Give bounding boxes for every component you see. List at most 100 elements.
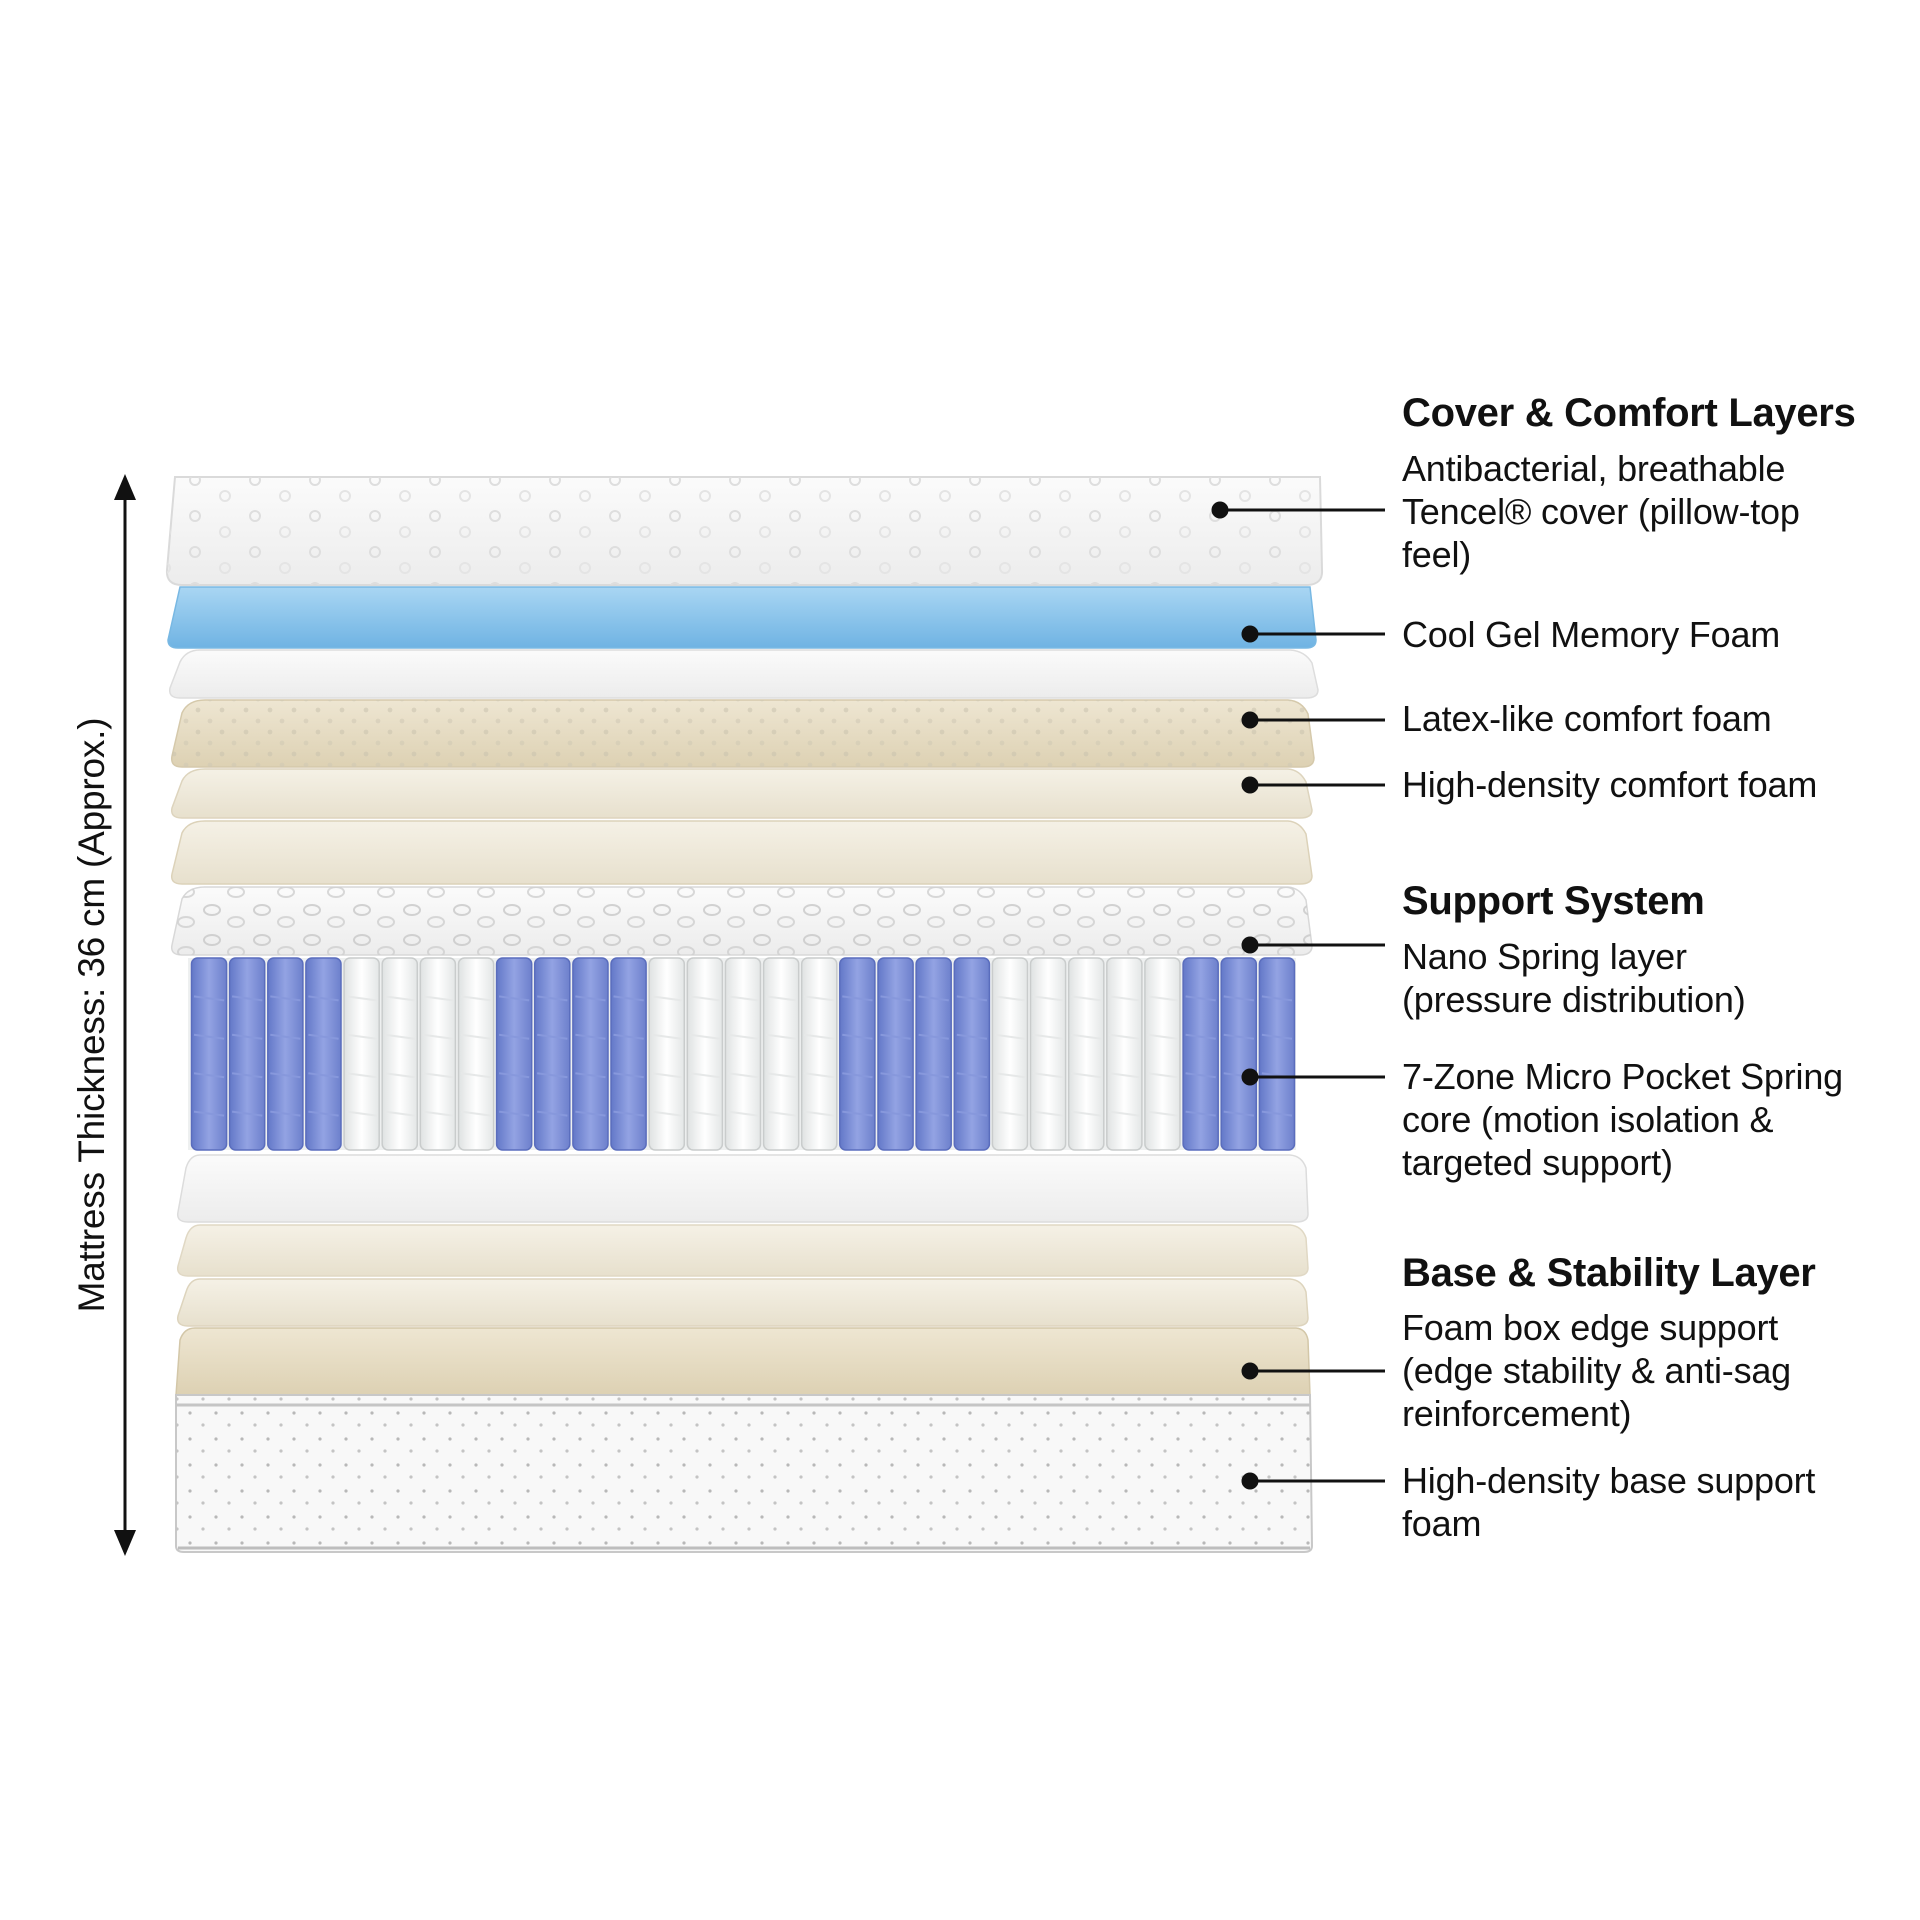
callout-foam-box-edge: Foam box edge support (edge stability & … <box>1402 1306 1791 1435</box>
callout-line: Nano Spring layer <box>1402 936 1687 977</box>
callout-line: (edge stability & anti-sag <box>1402 1350 1792 1391</box>
pocket-coil-seam <box>842 1110 873 1117</box>
leader-pocket <box>1241 1068 1385 1086</box>
callout-line: (pressure distribution) <box>1402 979 1746 1020</box>
pocket-coil-blue <box>839 957 876 1151</box>
pocket-coil-seam <box>765 1033 797 1040</box>
pocket-coil-seam <box>384 1033 415 1040</box>
pocket-coil-seam <box>193 1072 225 1079</box>
pocket-coil-seam <box>651 1033 682 1040</box>
pocket-coil-seam <box>765 995 797 1002</box>
pocket-coil-seam <box>537 1072 568 1079</box>
pocket-coil-seam <box>765 1110 797 1117</box>
pocket-coil-white <box>343 957 380 1151</box>
pocket-coil-seam <box>1071 995 1102 1002</box>
pocket-coil-seam <box>1109 1110 1140 1117</box>
pocket-coil-seam <box>765 1072 797 1079</box>
pocket-coil-blue <box>190 957 228 1151</box>
callout-line: Foam box edge support <box>1402 1307 1779 1348</box>
pocket-coil-seam <box>994 1033 1026 1040</box>
leader-gel <box>1241 625 1385 643</box>
pocket-coil-seam <box>270 1033 301 1040</box>
pocket-coil-seam <box>804 995 835 1002</box>
pocket-coil-seam <box>1032 995 1064 1002</box>
pocket-coil-seam <box>994 1110 1026 1117</box>
pocket-coil-seam <box>537 1033 568 1040</box>
thickness-label: Mattress Thickness: 36 cm (Approx.) <box>71 717 112 1313</box>
pocket-coil-seam <box>880 995 911 1002</box>
callout-gel-memory-foam: Cool Gel Memory Foam <box>1402 613 1780 656</box>
pocket-coil-seam <box>994 1072 1026 1079</box>
pocket-coil-seam <box>193 995 225 1002</box>
pocket-coil-seam <box>270 995 301 1002</box>
pocket-coil-seam <box>346 1072 377 1079</box>
callout-hd-comfort-foam: High-density comfort foam <box>1402 763 1817 806</box>
thickness-arrow <box>114 474 136 1556</box>
pocket-coil-seam <box>1147 1072 1178 1079</box>
pocket-coil-seam <box>956 1072 988 1079</box>
pocket-coil-seam <box>727 1033 759 1040</box>
pocket-coil-white <box>686 957 724 1151</box>
callout-pocket-spring-core: 7-Zone Micro Pocket Spring core (motion … <box>1402 1055 1843 1184</box>
pocket-coil-seam <box>842 995 873 1002</box>
section-heading-cover-comfort: Cover & Comfort Layers <box>1402 391 1856 435</box>
pocket-coil-seam <box>346 1110 377 1117</box>
section-heading-base-stability: Base & Stability Layer <box>1402 1251 1816 1295</box>
pocket-coil-seam <box>231 1033 263 1040</box>
pocket-coil-seam <box>308 1072 339 1079</box>
pocket-coil-seam <box>956 1110 988 1117</box>
pocket-coil-seam <box>1185 1072 1216 1079</box>
pocket-coil-blue <box>572 957 609 1151</box>
leader-latex <box>1241 711 1385 729</box>
pocket-coil-seam <box>880 1033 911 1040</box>
callout-line: feel) <box>1402 534 1472 575</box>
pocket-coil-blue <box>495 957 533 1151</box>
callout-line: Cool Gel Memory Foam <box>1402 614 1781 655</box>
pocket-coil-seam <box>1071 1072 1102 1079</box>
pocket-coil-seam <box>1109 1033 1140 1040</box>
pocket-coil-seam <box>1071 1033 1102 1040</box>
pocket-coil-blue <box>953 957 991 1151</box>
lower-cream-foam-layer-1 <box>176 1224 1309 1277</box>
pocket-coil-seam <box>270 1110 301 1117</box>
pocket-coil-blue <box>610 957 647 1151</box>
cover-layer <box>165 476 1324 586</box>
callout-line: High-density comfort foam <box>1402 764 1818 805</box>
pocket-coil-seam <box>193 1110 225 1117</box>
leader-cover <box>1211 501 1385 519</box>
pocket-coil-seam <box>1147 1033 1178 1040</box>
pocket-coil-seam <box>1109 995 1140 1002</box>
pocket-coil-seam <box>308 1033 339 1040</box>
pocket-coil-seam <box>575 1072 606 1079</box>
pocket-coil-seam <box>613 1072 644 1079</box>
pocket-coil-seam <box>537 995 568 1002</box>
pocket-coil-blue <box>267 957 304 1151</box>
callout-nano-spring: Nano Spring layer (pressure distribution… <box>1402 935 1746 1021</box>
section-heading-support-system: Support System <box>1402 879 1705 923</box>
pocket-coil-seam <box>956 995 988 1002</box>
pocket-coil-blue <box>1258 957 1296 1151</box>
pocket-coil-seam <box>231 1110 263 1117</box>
pocket-coil-seam <box>384 995 415 1002</box>
pocket-coil-seam <box>422 995 454 1002</box>
pocket-coil-seam <box>918 1033 949 1040</box>
pocket-coil-seam <box>1223 1110 1255 1117</box>
pocket-coil-seam <box>193 1033 225 1040</box>
pocket-coil-seam <box>498 1072 530 1079</box>
pocket-coil-seam <box>1185 1033 1216 1040</box>
pocket-coil-seam <box>689 1033 721 1040</box>
pocket-coil-seam <box>231 1072 263 1079</box>
pocket-coil-seam <box>1147 1110 1178 1117</box>
pocket-coil-seam <box>422 1033 454 1040</box>
pocket-coil-seam <box>880 1072 911 1079</box>
pocket-coil-white <box>800 957 838 1151</box>
pocket-coil-seam <box>918 1110 949 1117</box>
pocket-coil-seam <box>1071 1110 1102 1117</box>
pocket-coil-seam <box>1032 1072 1064 1079</box>
pocket-coil-white <box>724 957 762 1151</box>
callout-tencel-cover: Antibacterial, breathable Tencel® cover … <box>1402 447 1800 576</box>
pocket-coil-seam <box>460 995 492 1002</box>
pocket-coil-seam <box>613 1110 644 1117</box>
callout-line: targeted support) <box>1402 1142 1673 1183</box>
pocket-coil-seam <box>537 1110 568 1117</box>
